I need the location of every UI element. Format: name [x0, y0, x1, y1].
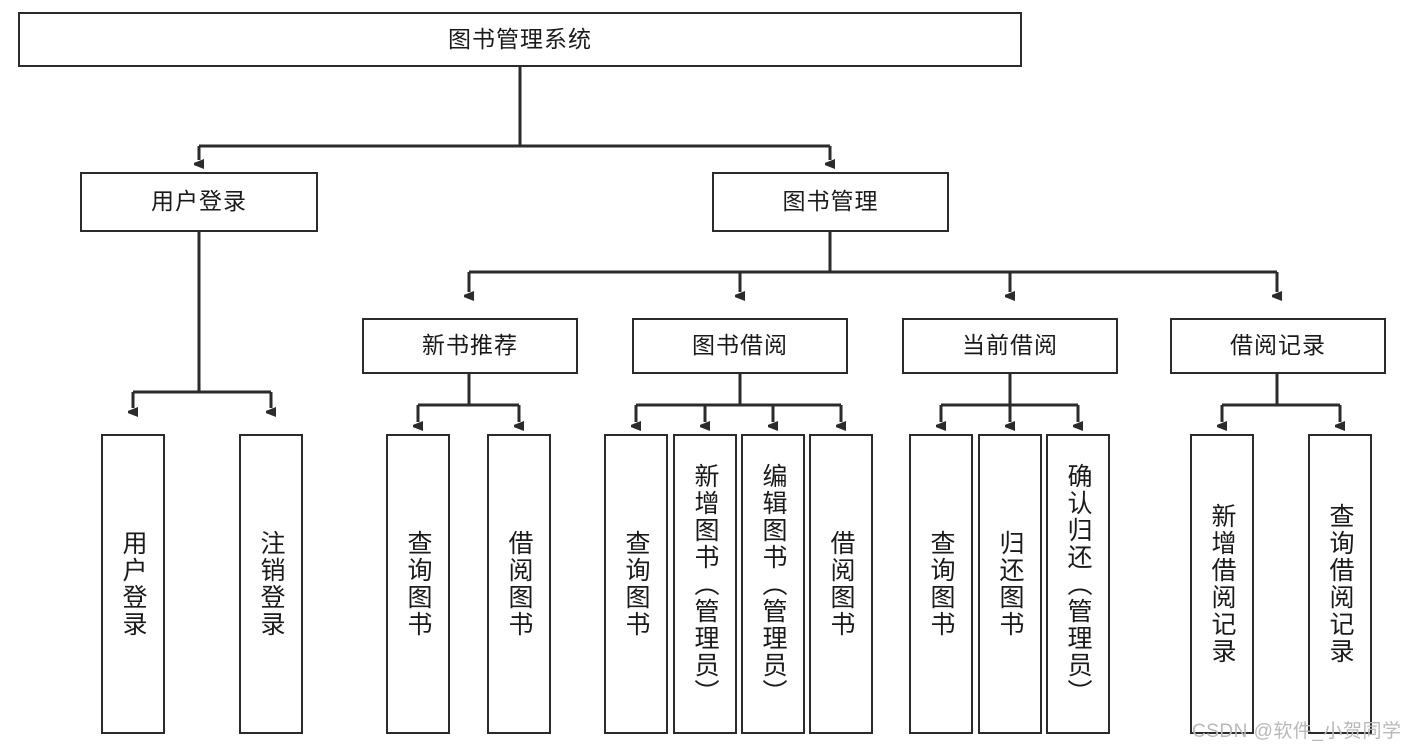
node-leaf-user-login-label: 用户登录	[119, 530, 147, 638]
node-leaf-query-book-1-label: 查询图书	[404, 530, 432, 638]
node-leaf-confirm-return[interactable]: 确认归还（管理员）	[1046, 434, 1110, 734]
node-new-book-recommend-label: 新书推荐	[422, 332, 518, 359]
node-current-borrow[interactable]: 当前借阅	[902, 318, 1118, 374]
node-leaf-edit-book-label: 编辑图书（管理员）	[759, 462, 787, 706]
node-leaf-query-book-1[interactable]: 查询图书	[386, 434, 450, 734]
node-user-login[interactable]: 用户登录	[80, 172, 318, 232]
node-leaf-query-book-3[interactable]: 查询图书	[909, 434, 973, 734]
node-leaf-edit-book[interactable]: 编辑图书（管理员）	[741, 434, 805, 734]
node-leaf-add-book-label: 新增图书（管理员）	[691, 462, 719, 706]
node-leaf-add-record[interactable]: 新增借阅记录	[1190, 434, 1254, 734]
node-borrow-record[interactable]: 借阅记录	[1170, 318, 1386, 374]
node-leaf-logout[interactable]: 注销登录	[239, 434, 303, 734]
node-root-label: 图书管理系统	[448, 25, 592, 52]
node-leaf-confirm-return-label: 确认归还（管理员）	[1064, 462, 1092, 706]
node-leaf-add-record-label: 新增借阅记录	[1208, 503, 1236, 665]
node-leaf-query-record-label: 查询借阅记录	[1326, 503, 1354, 665]
node-leaf-query-book-2-label: 查询图书	[622, 530, 650, 638]
node-book-manage[interactable]: 图书管理	[712, 172, 949, 232]
node-borrow-record-label: 借阅记录	[1230, 332, 1326, 359]
node-leaf-borrow-book-1[interactable]: 借阅图书	[487, 434, 551, 734]
node-current-borrow-label: 当前借阅	[962, 332, 1058, 359]
node-book-borrow-label: 图书借阅	[692, 332, 788, 359]
node-leaf-borrow-book-2-label: 借阅图书	[827, 530, 855, 638]
node-user-login-label: 用户登录	[151, 188, 247, 215]
node-leaf-logout-label: 注销登录	[257, 530, 285, 638]
node-leaf-borrow-book-2[interactable]: 借阅图书	[809, 434, 873, 734]
node-leaf-query-book-2[interactable]: 查询图书	[604, 434, 668, 734]
node-book-manage-label: 图书管理	[782, 188, 879, 215]
node-leaf-return-book-label: 归还图书	[996, 530, 1024, 638]
node-leaf-borrow-book-1-label: 借阅图书	[505, 530, 533, 638]
node-leaf-return-book[interactable]: 归还图书	[978, 434, 1042, 734]
node-new-book-recommend[interactable]: 新书推荐	[362, 318, 578, 374]
node-leaf-user-login[interactable]: 用户登录	[101, 434, 165, 734]
node-leaf-query-record[interactable]: 查询借阅记录	[1308, 434, 1372, 734]
node-root[interactable]: 图书管理系统	[18, 12, 1022, 67]
node-leaf-add-book[interactable]: 新增图书（管理员）	[673, 434, 737, 734]
node-book-borrow[interactable]: 图书借阅	[632, 318, 848, 374]
node-leaf-query-book-3-label: 查询图书	[927, 530, 955, 638]
watermark-text: CSDN @软件_小贺同学	[1192, 721, 1402, 742]
